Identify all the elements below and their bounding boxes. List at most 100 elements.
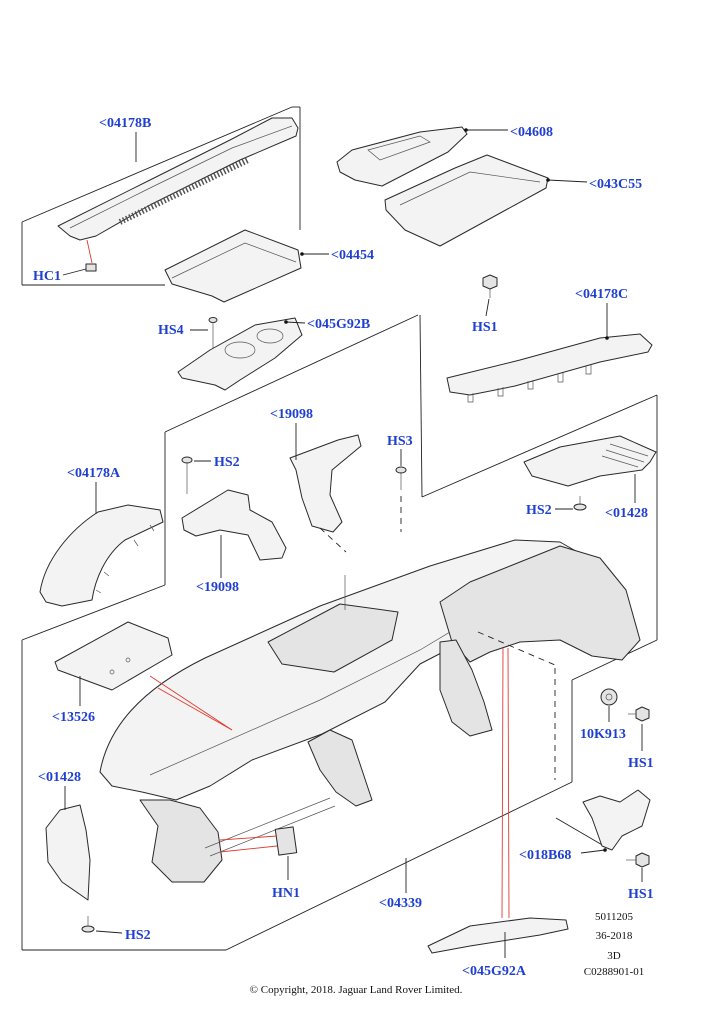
callout-04178a: <04178A <box>67 466 121 481</box>
outline-left-step <box>21 584 166 641</box>
dashboard-cross-beam-upper <box>204 797 331 849</box>
fastener-hs2-left <box>181 456 193 494</box>
part-01428-left-duct <box>45 804 91 901</box>
red-leader-045g92a-a <box>501 647 504 919</box>
strip-tabs <box>467 365 592 403</box>
callout-045g92b: <045G92B <box>307 317 370 332</box>
callout-045g92a: <045G92A <box>462 964 527 979</box>
part-19098-lower-duct <box>181 489 287 561</box>
fastener-hs1-mid <box>628 706 650 722</box>
part-04339-dashboard <box>99 539 641 883</box>
callout-10k913: 10K913 <box>580 727 626 742</box>
doc-view: 3D <box>607 950 621 962</box>
part-04178a-side-trim <box>39 504 164 607</box>
outline-bracket-link <box>555 817 605 847</box>
callout-hs2-right: HS2 <box>526 503 552 518</box>
pad-hole <box>109 669 115 675</box>
part-13526-pad <box>54 621 173 691</box>
red-leader-lines <box>86 239 510 919</box>
part-04178c-strip <box>446 333 653 403</box>
leader-043c55 <box>547 179 588 183</box>
bracket-body <box>177 317 303 391</box>
right-duct-grille <box>601 443 649 468</box>
part-01428-right-duct <box>523 435 657 487</box>
callout-13526: <13526 <box>52 710 95 725</box>
callout-hs2-left: HS2 <box>214 455 240 470</box>
leader-hc1 <box>62 268 87 276</box>
callout-04178c: <04178C <box>575 287 628 302</box>
callout-04454: <04454 <box>331 248 374 263</box>
fastener-hs3 <box>395 466 407 490</box>
part-hn1-clip <box>274 826 298 856</box>
right-duct-body <box>523 435 657 487</box>
leader-hs1-top <box>485 298 490 317</box>
cover-body <box>164 229 302 303</box>
bracket-ring-left <box>224 341 256 359</box>
fastener-hs1-top <box>482 274 498 298</box>
outline-mid-step <box>421 394 658 498</box>
red-leader-hn1-a <box>219 835 278 841</box>
fastener-hs2-bottom <box>81 916 95 933</box>
red-leader-13526-b <box>157 687 233 731</box>
leader-dot <box>546 178 550 182</box>
screw-head <box>208 317 218 323</box>
callout-hn1: HN1 <box>272 886 300 901</box>
grommet-outer <box>600 688 618 706</box>
bolt-head <box>635 706 650 722</box>
vent-panel-body <box>57 117 299 241</box>
callout-hc1: HC1 <box>33 269 61 284</box>
callout-01428-right: <01428 <box>605 506 648 521</box>
dashboard-center-column <box>307 729 373 807</box>
part-018b68-bracket <box>582 789 651 851</box>
fastener-hs4 <box>208 317 218 360</box>
grommet-inner <box>605 693 613 701</box>
part-045g92a-strap <box>427 917 569 954</box>
outline-mid-right <box>419 314 423 498</box>
callout-hs2-bottom: HS2 <box>125 928 151 943</box>
outline-bottom-diagonal <box>225 781 573 951</box>
panel-body <box>384 154 549 247</box>
trim-opening <box>367 135 431 161</box>
dashboard-left-bracket <box>139 799 223 883</box>
part-19098-upper-duct <box>289 434 362 533</box>
doc-number: 5011205 <box>595 911 634 923</box>
callout-labels: <04178B HC1 <04454 <04608 <043C55 HS1 <0… <box>33 116 654 979</box>
dashed-line <box>319 527 347 553</box>
part-04178b-vent-panel <box>57 117 299 241</box>
callout-018b68: <018B68 <box>519 848 571 863</box>
callout-043c55: <043C55 <box>589 177 642 192</box>
dashboard-cross-beam-lower <box>209 805 336 857</box>
outline-right-step <box>571 639 658 681</box>
dashboard-right-structure <box>439 545 641 663</box>
red-leader-045g92a-b <box>507 647 510 919</box>
outline-mid-diagonal <box>164 314 419 433</box>
leader-018b68 <box>580 849 606 854</box>
bolt-head <box>482 274 498 290</box>
part-04454-cover <box>164 229 302 303</box>
vent-grille <box>118 157 250 225</box>
bolt-head <box>635 852 650 868</box>
side-trim-body <box>39 504 164 607</box>
callout-hs3: HS3 <box>387 434 413 449</box>
strip-body <box>446 333 653 396</box>
copyright-notice: © Copyright, 2018. Jaguar Land Rover Lim… <box>250 984 463 996</box>
screw-head <box>81 925 95 933</box>
part-hc1-clip <box>85 263 97 272</box>
fastener-hs2-right <box>573 496 587 511</box>
red-leader-hc1 <box>86 239 93 264</box>
callout-hs1-top: HS1 <box>472 320 498 335</box>
leader-dot <box>300 252 304 256</box>
document-info: 5011205 36-2018 3D C0288901-01 <box>584 911 645 978</box>
callout-hs4: HS4 <box>158 323 184 338</box>
red-leader-13526-a <box>149 675 233 731</box>
callout-01428-left: <01428 <box>38 770 81 785</box>
leader-045g92b <box>285 321 306 324</box>
part-045g92b-bracket <box>177 317 303 391</box>
section-outlines <box>21 106 658 951</box>
leader-lines <box>62 128 643 958</box>
callout-04339: <04339 <box>379 896 422 911</box>
leader-dot <box>603 848 607 852</box>
red-leader-hn1-b <box>219 845 278 853</box>
pad-body <box>54 621 173 691</box>
